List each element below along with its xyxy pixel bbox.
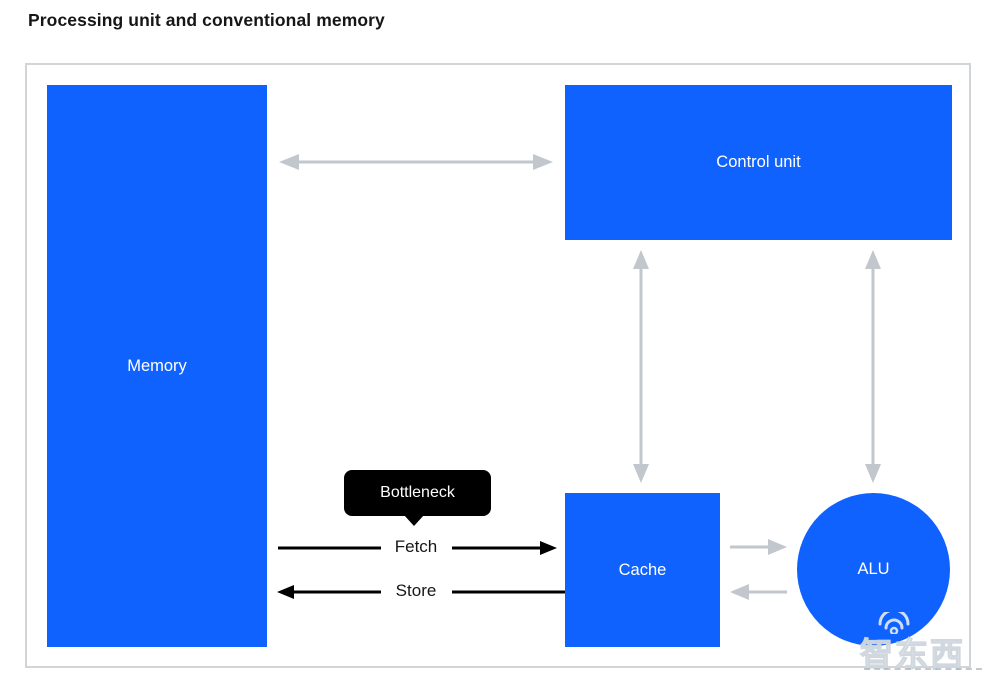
figure-title: Processing unit and conventional memory (28, 10, 385, 30)
control-unit-node: Control unit (565, 85, 952, 240)
store-label: Store (395, 581, 437, 600)
watermark-tagline-line (864, 668, 982, 670)
alu-node: ALU (797, 493, 950, 646)
cache-node: Cache (565, 493, 720, 647)
control-unit-label: Control unit (716, 153, 801, 171)
cache-label: Cache (618, 560, 667, 579)
memory-node: Memory (47, 85, 267, 647)
bottleneck-tooltip-label: Bottleneck (380, 484, 455, 501)
bottleneck-tooltip: Bottleneck (344, 470, 491, 526)
fetch-label: Fetch (394, 537, 438, 556)
alu-label: ALU (857, 560, 890, 578)
memory-label: Memory (127, 356, 187, 375)
